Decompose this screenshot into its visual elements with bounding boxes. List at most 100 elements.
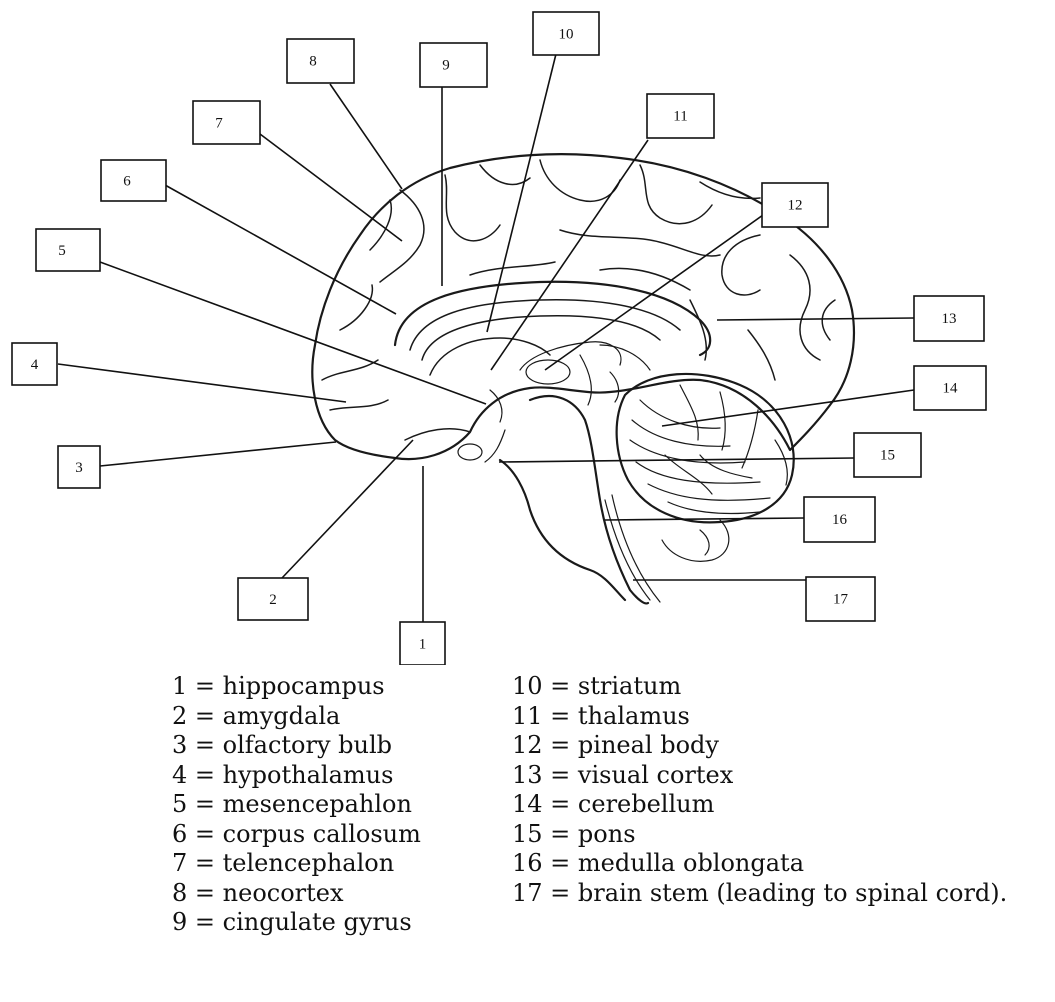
callout-box-9: 9 bbox=[420, 43, 487, 87]
legend-text: thalamus bbox=[578, 702, 690, 730]
leader-line-3 bbox=[100, 442, 336, 466]
callout-box-13: 13 bbox=[914, 296, 984, 341]
callout-number: 17 bbox=[833, 592, 849, 608]
leader-line-14 bbox=[662, 390, 914, 426]
callout-box-15: 15 bbox=[854, 433, 921, 477]
legend-item-7: 7 = telencephalon bbox=[172, 849, 421, 879]
legend-separator: = bbox=[187, 790, 222, 818]
legend-item-5: 5 = mesencepahlon bbox=[172, 790, 421, 820]
callout-number: 7 bbox=[215, 116, 223, 132]
legend-text: hippocampus bbox=[223, 672, 385, 700]
legend-text: corpus callosum bbox=[223, 820, 421, 848]
callout-box-6: 6 bbox=[101, 160, 166, 201]
legend-separator: = bbox=[543, 879, 578, 907]
legend-separator: = bbox=[187, 702, 222, 730]
legend-number: 6 bbox=[172, 820, 187, 848]
legend: 1 = hippocampus 2 = amygdala 3 = olfacto… bbox=[172, 672, 1052, 992]
legend-text: medulla oblongata bbox=[578, 849, 804, 877]
legend-number: 14 bbox=[512, 790, 543, 818]
leader-line-2 bbox=[282, 440, 413, 578]
callout-number: 11 bbox=[673, 109, 687, 125]
legend-item-6: 6 = corpus callosum bbox=[172, 820, 421, 850]
legend-separator: = bbox=[543, 672, 578, 700]
callout-number: 10 bbox=[559, 27, 574, 43]
legend-number: 9 bbox=[172, 908, 187, 936]
legend-text: hypothalamus bbox=[223, 761, 394, 789]
legend-item-9: 9 = cingulate gyrus bbox=[172, 908, 421, 938]
cerebellum-folia bbox=[630, 385, 787, 514]
legend-separator: = bbox=[187, 908, 222, 936]
legend-text: olfactory bulb bbox=[223, 731, 392, 759]
legend-item-13: 13 = visual cortex bbox=[512, 761, 1007, 791]
callout-box-8: 8 bbox=[287, 39, 354, 83]
callout-number: 12 bbox=[788, 198, 803, 214]
legend-number: 15 bbox=[512, 820, 543, 848]
legend-separator: = bbox=[187, 761, 222, 789]
legend-text: pineal body bbox=[578, 731, 719, 759]
legend-number: 5 bbox=[172, 790, 187, 818]
callout-number: 8 bbox=[309, 54, 317, 70]
callout-box-11: 11 bbox=[647, 94, 714, 138]
legend-number: 7 bbox=[172, 849, 187, 877]
legend-number: 11 bbox=[512, 702, 543, 730]
legend-number: 17 bbox=[512, 879, 543, 907]
callout-number: 13 bbox=[942, 311, 957, 327]
legend-number: 1 bbox=[172, 672, 187, 700]
legend-separator: = bbox=[543, 761, 578, 789]
callout-number: 2 bbox=[269, 592, 277, 608]
leader-line-12 bbox=[545, 215, 763, 370]
legend-text: neocortex bbox=[223, 879, 344, 907]
legend-number: 12 bbox=[512, 731, 543, 759]
callout-number: 1 bbox=[419, 637, 427, 653]
callout-box-3: 3 bbox=[58, 446, 100, 488]
leader-line-8 bbox=[330, 84, 402, 189]
legend-text: telencephalon bbox=[223, 849, 395, 877]
leader-line-5 bbox=[100, 262, 486, 404]
legend-separator: = bbox=[187, 879, 222, 907]
brainstem-outline bbox=[530, 396, 648, 603]
legend-text: cingulate gyrus bbox=[223, 908, 412, 936]
legend-item-17: 17 = brain stem (leading to spinal cord)… bbox=[512, 879, 1007, 909]
legend-text: amygdala bbox=[223, 702, 341, 730]
callout-box-1: 1 bbox=[400, 622, 445, 665]
callout-box-17: 17 bbox=[806, 577, 875, 621]
legend-item-8: 8 = neocortex bbox=[172, 879, 421, 909]
callout-box-5: 5 bbox=[36, 229, 100, 271]
legend-number: 3 bbox=[172, 731, 187, 759]
callout-box-16: 16 bbox=[804, 497, 875, 542]
legend-separator: = bbox=[543, 820, 578, 848]
legend-item-15: 15 = pons bbox=[512, 820, 1007, 850]
legend-item-16: 16 = medulla oblongata bbox=[512, 849, 1007, 879]
leader-line-11 bbox=[491, 140, 648, 370]
legend-number: 16 bbox=[512, 849, 543, 877]
legend-separator: = bbox=[187, 731, 222, 759]
callout-box-12: 12 bbox=[762, 183, 828, 227]
legend-separator: = bbox=[543, 731, 578, 759]
legend-separator: = bbox=[543, 849, 578, 877]
legend-text: brain stem (leading to spinal cord). bbox=[578, 879, 1007, 907]
brain-diagram: 1 2 3 4 5 6 7 8 bbox=[0, 0, 1055, 665]
legend-item-1: 1 = hippocampus bbox=[172, 672, 421, 702]
legend-text: visual cortex bbox=[578, 761, 733, 789]
legend-number: 8 bbox=[172, 879, 187, 907]
legend-separator: = bbox=[187, 820, 222, 848]
leader-line-6 bbox=[165, 185, 396, 314]
callout-number: 4 bbox=[31, 357, 39, 373]
legend-column-right: 10 = striatum 11 = thalamus 12 = pineal … bbox=[512, 672, 1007, 908]
callout-box-10: 10 bbox=[533, 12, 599, 55]
legend-number: 2 bbox=[172, 702, 187, 730]
legend-item-2: 2 = amygdala bbox=[172, 702, 421, 732]
leader-line-4 bbox=[58, 364, 346, 402]
legend-separator: = bbox=[543, 790, 578, 818]
legend-separator: = bbox=[543, 702, 578, 730]
legend-text: cerebellum bbox=[578, 790, 714, 818]
callout-number: 5 bbox=[58, 243, 66, 259]
callout-number: 14 bbox=[943, 381, 959, 397]
callout-box-14: 14 bbox=[914, 366, 986, 410]
callout-number: 3 bbox=[75, 460, 83, 476]
callout-number: 15 bbox=[880, 448, 895, 464]
callout-number: 6 bbox=[123, 174, 131, 190]
legend-item-11: 11 = thalamus bbox=[512, 702, 1007, 732]
legend-number: 4 bbox=[172, 761, 187, 789]
leader-line-16 bbox=[605, 518, 804, 520]
